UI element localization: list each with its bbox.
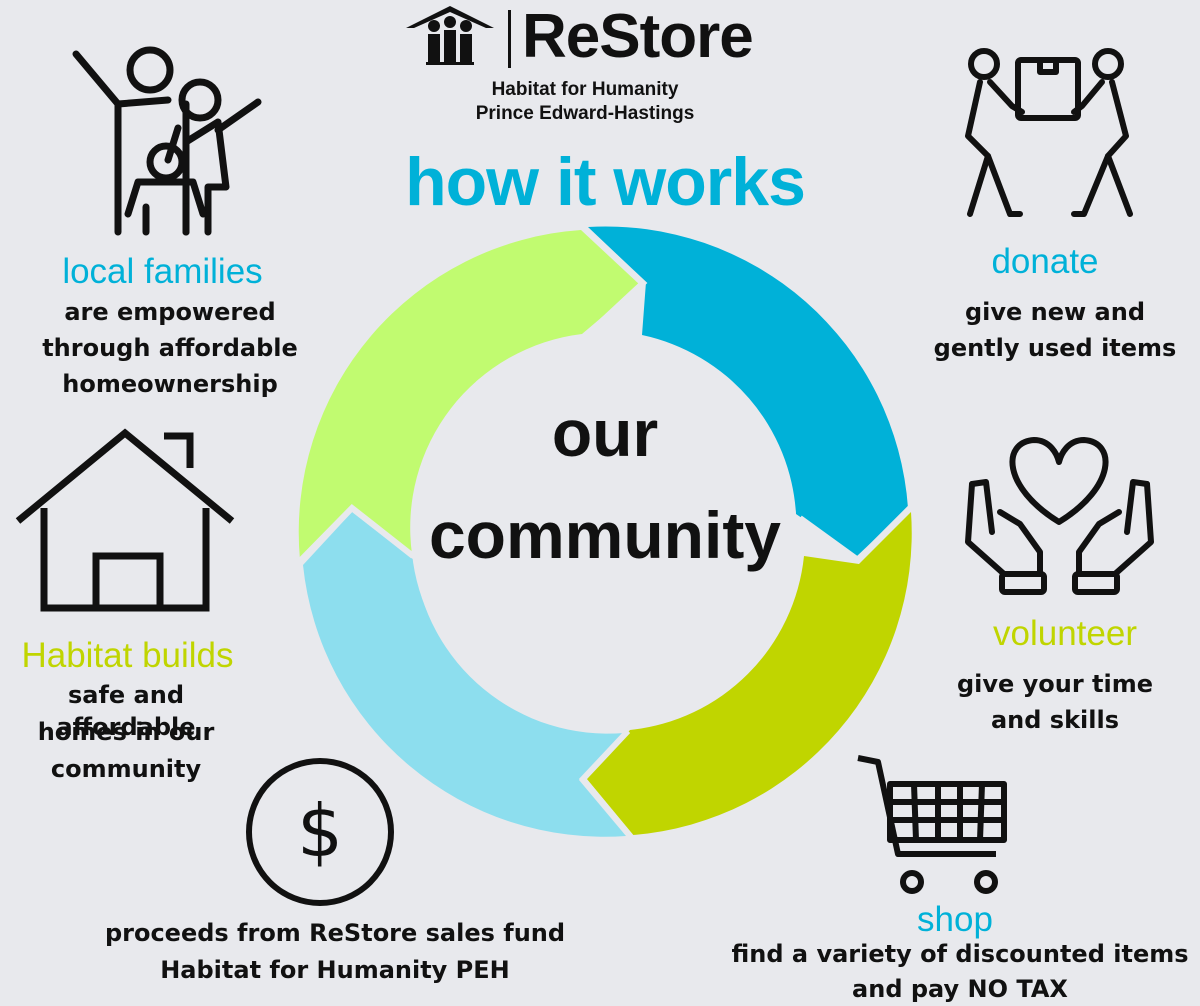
proceeds-desc-line2: Habitat for Humanity PEH	[160, 956, 510, 984]
proceeds-desc-line1: proceeds from ReStore sales fund	[104, 919, 566, 947]
cycle-center	[411, 341, 797, 727]
shop-label: shop	[917, 900, 993, 939]
donate-desc-line2: gently used items	[933, 334, 1177, 362]
families-desc-line2: through affordable	[42, 334, 298, 362]
dollar-coin-icon: $	[244, 756, 396, 908]
shopping-cart-icon	[856, 754, 1012, 896]
habitat-desc-line3: community	[50, 755, 202, 783]
logo-brand: ReStore	[522, 2, 754, 71]
families-desc-line3: homeownership	[62, 370, 278, 398]
house-icon	[14, 428, 236, 613]
logo-org-line1: Habitat for Humanity	[491, 79, 679, 100]
donate-label: donate	[991, 242, 1099, 281]
logo-org-line2: Prince Edward-Hastings	[475, 103, 695, 124]
logo-divider	[508, 10, 511, 68]
families-desc-line1: are empowered	[64, 298, 276, 326]
family-icon	[68, 42, 268, 237]
center-text-line2: community	[428, 498, 782, 572]
volunteer-desc-line1: give your time	[956, 670, 1154, 698]
habitat-logo-icon	[404, 4, 496, 66]
shop-desc-line2: and pay NO TAX	[852, 975, 1068, 1003]
cycle-segment-habitat	[303, 512, 626, 837]
volunteer-label: volunteer	[993, 614, 1137, 653]
people-carrying-box-icon	[958, 46, 1143, 218]
volunteer-desc-line2: and skills	[990, 706, 1120, 734]
center-text-line1: our	[551, 396, 659, 470]
cycle-segment-volunteer-shop	[586, 512, 912, 835]
cycle-segment-donate	[588, 226, 908, 556]
hands-heart-icon	[962, 432, 1157, 600]
families-label: local families	[62, 252, 263, 291]
habitat-desc-line1: safe and affordable	[56, 681, 196, 741]
donate-desc-line1: give new and	[964, 298, 1146, 326]
svg-text:$: $	[297, 789, 343, 873]
habitat-desc-line2: homes in our	[37, 718, 215, 746]
habitat-label: Habitat builds	[21, 636, 234, 675]
cycle-segment-families	[298, 230, 640, 560]
page-title: how it works	[405, 144, 806, 220]
shop-desc-line1: find a variety of discounted items	[731, 940, 1189, 968]
